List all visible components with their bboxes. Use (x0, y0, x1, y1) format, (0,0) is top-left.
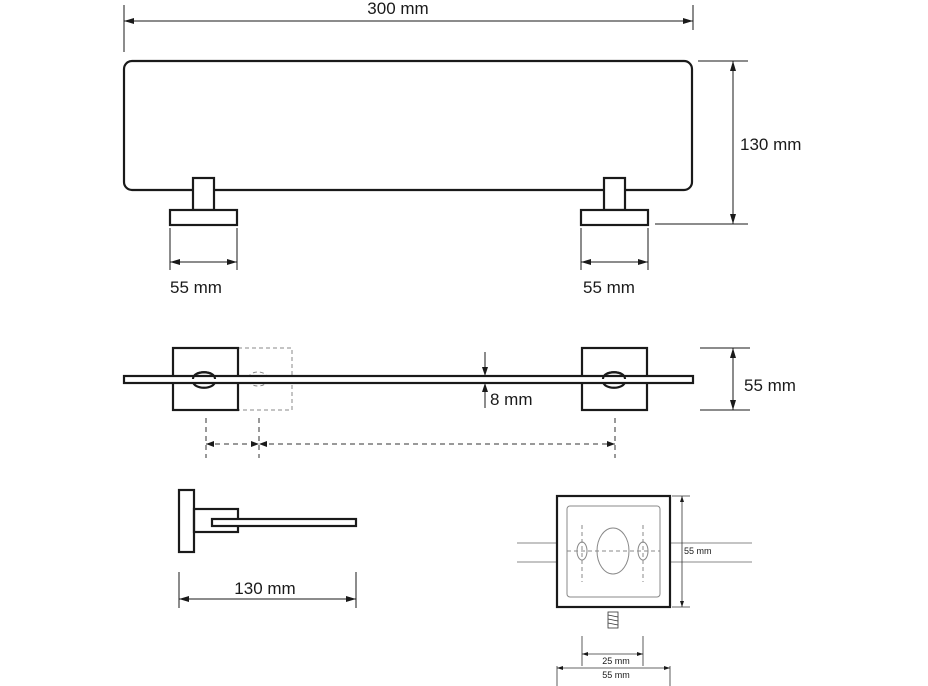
dim-130-arrow-top (730, 61, 736, 71)
hole-spacing-arrow-d (607, 441, 615, 447)
dim-55-left-arrow-b (227, 259, 237, 265)
dim-55-left-label: 55 mm (170, 278, 222, 297)
glass-shelf-plan (122, 374, 695, 385)
dim-55-right-arrow-a (581, 259, 591, 265)
left-clamp-top-over (191, 371, 217, 380)
dim-detail-25-arrow-a (582, 652, 588, 656)
side-glass-shelf (210, 517, 358, 528)
detail-screw-thread-3 (607, 622, 619, 626)
detail-screw (607, 611, 619, 629)
glass-panel-front (122, 59, 694, 192)
dim-300-arrow-left (124, 18, 134, 24)
dim-55-right-arrow-b (638, 259, 648, 265)
dim-55-right-label: 55 mm (583, 278, 635, 297)
dim-plan-55-arrow-bottom (730, 400, 736, 410)
dim-8-label: 8 mm (490, 390, 533, 409)
right-bracket-base (579, 208, 650, 227)
dim-side-130-label: 130 mm (234, 579, 295, 598)
side-view: 130 mm (177, 488, 358, 608)
plan-view: 8 mm 55 mm (122, 346, 796, 458)
dim-55-left-arrow-a (170, 259, 180, 265)
dim-8-arrow-bottom (482, 383, 488, 392)
dim-detail-25-label: 25 mm (602, 656, 630, 666)
dim-130-arrow-bottom (730, 214, 736, 224)
dim-detail-55b-arrow-b (664, 666, 670, 670)
left-bracket-post (191, 176, 216, 212)
detail-screw-thread-1 (607, 614, 619, 618)
dim-detail-v-arrow-bottom (680, 601, 684, 607)
dim-8-arrow-top (482, 367, 488, 376)
detail-screw-thread-2 (607, 618, 619, 622)
dim-detail-v-arrow-top (680, 496, 684, 502)
dim-300-label: 300 mm (367, 0, 428, 18)
detail-outer-plate (555, 494, 672, 609)
side-wall-plate (177, 488, 196, 554)
dim-detail-55b-label: 55 mm (602, 670, 630, 680)
mount-detail: 55 mm 25 mm 55 mm (517, 494, 752, 686)
dim-detail-55b-arrow-a (557, 666, 563, 670)
dim-detail-25-arrow-b (637, 652, 643, 656)
hole-spacing-arrow-c (259, 441, 267, 447)
right-bracket-post (602, 176, 627, 212)
right-clamp-top-over (601, 371, 627, 380)
dim-130-label: 130 mm (740, 135, 801, 154)
dim-300-arrow-right (683, 18, 693, 24)
hole-spacing-arrow-b (251, 441, 259, 447)
dim-side-130-arrow-a (179, 596, 189, 602)
hole-spacing-arrow-a (206, 441, 214, 447)
front-view: 300 mm 130 mm 55 mm 55 mm (122, 0, 801, 297)
dim-side-130-arrow-b (346, 596, 356, 602)
dim-plan-55-label: 55 mm (744, 376, 796, 395)
left-bracket-base (168, 208, 239, 227)
dim-plan-55-arrow-top (730, 348, 736, 358)
dim-detail-v-label: 55 mm (684, 546, 712, 556)
